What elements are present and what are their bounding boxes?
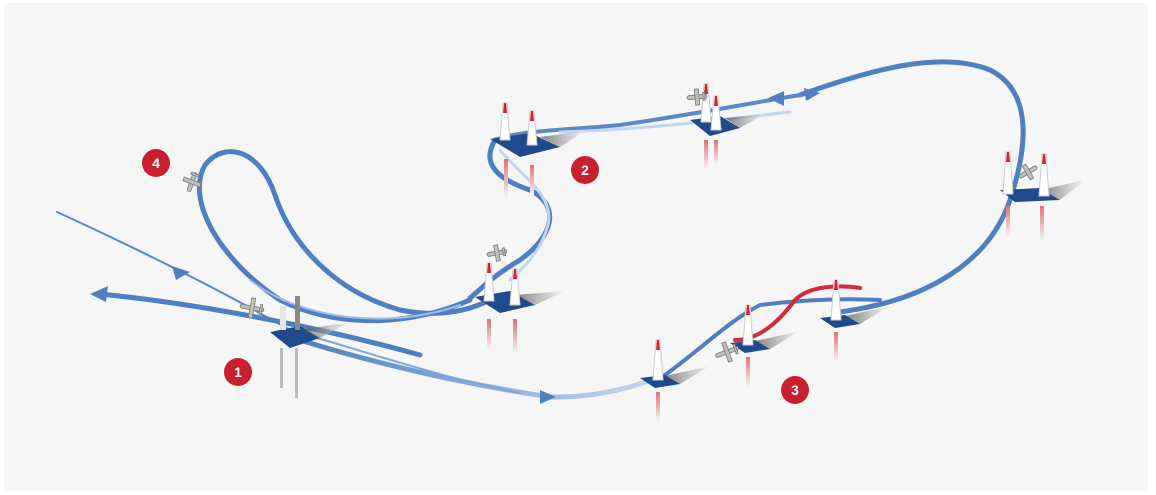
marker-3-label: 3 [791, 382, 799, 398]
s-curve-path [470, 140, 550, 298]
marker-badges: 1 2 3 4 [142, 149, 809, 404]
direction-arrow-icon [768, 91, 784, 106]
air-gates [270, 84, 1085, 422]
air-gate-pylon-icon [820, 280, 890, 362]
air-gate-pylon-icon [475, 263, 565, 354]
marker-1: 1 [224, 358, 252, 386]
air-gate-pylon-icon [1000, 152, 1085, 241]
direction-arrow-icon [90, 286, 108, 302]
marker-1-label: 1 [234, 364, 242, 380]
right-loop-path [800, 62, 1023, 312]
direction-arrow-icon [172, 266, 190, 280]
airplane-icon [486, 243, 508, 262]
marker-4-label: 4 [152, 155, 160, 171]
marker-3: 3 [781, 376, 809, 404]
flight-path [57, 62, 1023, 397]
exit-path [100, 294, 420, 355]
direction-arrow-icon [540, 390, 556, 404]
marker-2-label: 2 [581, 162, 589, 178]
loop-path [199, 152, 490, 321]
air-gate-pylon-icon [490, 103, 585, 199]
air-gate-pylon-icon [640, 340, 710, 422]
marker-2: 2 [571, 156, 599, 184]
marker-4: 4 [142, 149, 170, 177]
